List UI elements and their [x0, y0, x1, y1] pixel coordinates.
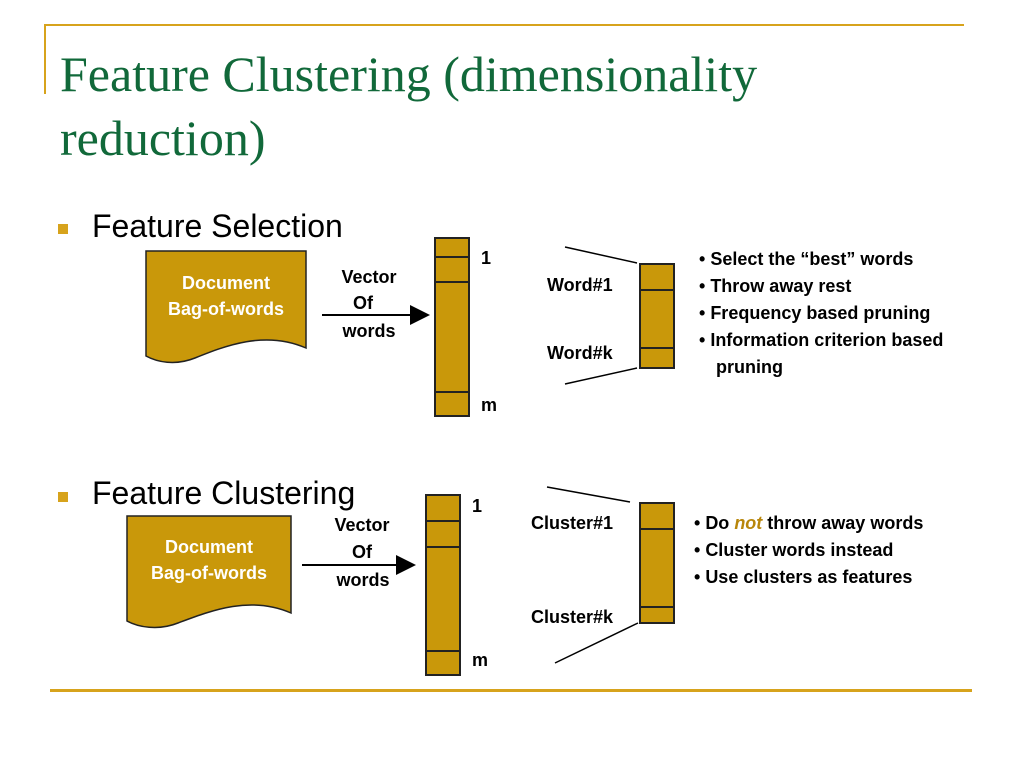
document-shape-clustering: Document Bag-of-words: [126, 515, 292, 631]
zoom-line-top-clustering: [546, 486, 631, 503]
list-item: • Use clusters as features: [694, 567, 913, 587]
vector-index-bottom: m: [481, 395, 498, 415]
list-item: • Throw away rest: [699, 276, 852, 296]
emphasis-not: not: [734, 513, 763, 533]
vector-label-line2: Of: [352, 542, 372, 562]
section-heading-clustering: Feature Clustering: [92, 475, 356, 511]
clustering-points-list: • Do not throw away words • Cluster word…: [694, 510, 923, 591]
document-label-line1: Document: [181, 273, 270, 293]
zoom-line-bottom-selection: [564, 367, 638, 385]
zoom-line-top-selection: [564, 246, 638, 264]
document-label-line2: Bag-of-words: [151, 563, 267, 583]
reduced-label-top: Word#1: [547, 275, 613, 295]
list-item-continuation: pruning: [716, 357, 783, 377]
document-shape-selection: Document Bag-of-words: [145, 250, 307, 366]
frame-top-rule: [44, 24, 964, 26]
slide-title: Feature Clustering (dimensionality reduc…: [60, 46, 758, 166]
section-heading-selection: Feature Selection: [92, 208, 343, 244]
document-label-line2: Bag-of-words: [168, 299, 284, 319]
cluster-label-bottom: Cluster#k: [531, 607, 614, 627]
vector-index-bottom: m: [472, 650, 489, 670]
reduced-vector-column: [639, 263, 675, 369]
vector-label-line2: Of: [353, 293, 373, 313]
cluster-label-top: Cluster#1: [531, 513, 614, 533]
list-item: • Cluster words instead: [694, 540, 894, 560]
list-item: • Information criterion based: [699, 330, 944, 350]
vector-label-line1: Vector: [334, 515, 390, 535]
vector-label-line3: words: [342, 321, 396, 341]
bullet-square-icon: [58, 492, 68, 502]
bullet-square-icon: [58, 224, 68, 234]
frame-bottom-rule: [50, 689, 972, 692]
word-vector-column: [434, 237, 470, 417]
vector-index-top: 1: [472, 496, 483, 516]
reduced-label-bottom: Word#k: [547, 343, 613, 363]
list-item: • Select the “best” words: [699, 249, 914, 269]
list-item: • Do not throw away words: [694, 513, 924, 533]
zoom-line-bottom-clustering: [554, 622, 639, 664]
document-label-line1: Document: [164, 537, 253, 557]
vector-label-line3: words: [336, 570, 390, 590]
list-item: • Frequency based pruning: [699, 303, 931, 323]
frame-left-rule: [44, 24, 46, 94]
cluster-vector-column: [639, 502, 675, 624]
vector-label-line1: Vector: [341, 267, 397, 287]
word-vector-column: [425, 494, 461, 676]
selection-points-list: • Select the “best” words • Throw away r…: [699, 246, 943, 381]
vector-index-top: 1: [481, 248, 492, 268]
